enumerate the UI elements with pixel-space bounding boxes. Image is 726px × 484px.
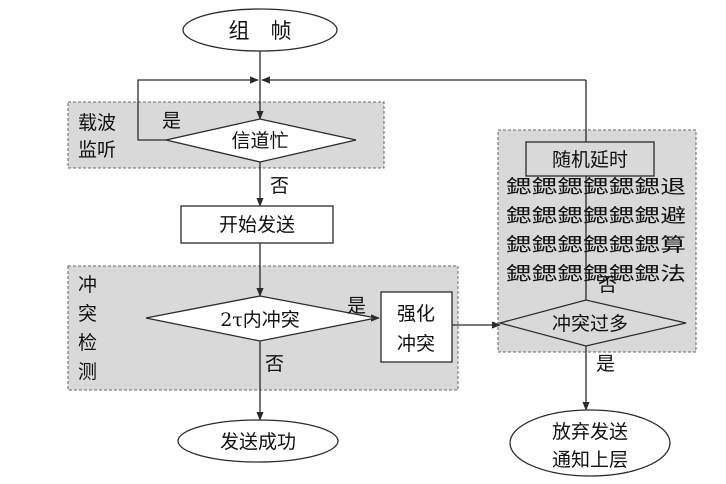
start-send-box: [180, 205, 334, 244]
too-many-label: 冲突过多: [552, 313, 628, 335]
collision-2tau-label: 2τ内冲突: [220, 309, 300, 331]
collision-detect-label-4: 测: [78, 361, 97, 383]
collision-detect-label-2: 突: [78, 303, 97, 325]
frame-label: 组 帧: [229, 19, 292, 43]
send-success-label: 发送成功: [220, 431, 296, 453]
backoff-text-3: 鍶鍶鍶鍶鍶鍶算: [506, 234, 686, 256]
busy-yes-label: 是: [162, 110, 181, 132]
channel-busy-decision: [165, 118, 357, 163]
give-up-label-1: 放弃发送: [552, 421, 628, 443]
random-delay-label: 随机延时: [552, 149, 628, 171]
too-many-yes-label: 是: [596, 353, 615, 375]
too-many-decision: [497, 299, 687, 347]
start-send-label: 开始发送: [219, 214, 295, 236]
send-success-node: [177, 419, 339, 463]
random-delay-box: [525, 141, 655, 177]
collision-yes-label: 是: [347, 295, 366, 317]
jam-label-1: 强化: [397, 303, 435, 325]
frame-node: [182, 8, 338, 52]
jam-label-2: 冲突: [397, 333, 435, 355]
give-up-node: [509, 409, 671, 477]
too-many-no-label: 否: [598, 274, 617, 296]
edge-busy-loop: [137, 76, 259, 141]
backoff-text-1: 鍶鍶鍶鍶鍶鍶退: [506, 176, 686, 198]
give-up-label-2: 通知上层: [552, 449, 628, 471]
collision-2tau-decision: [145, 295, 377, 342]
backoff-text-4: 鍶鍶鍶鍶鍶鍶法: [506, 263, 686, 285]
carrier-sense-label-1: 载波: [78, 112, 116, 134]
collision-detect-label-1: 冲: [78, 274, 97, 296]
jam-box: [380, 291, 453, 363]
channel-busy-label: 信道忙: [231, 130, 288, 152]
collision-no-label: 否: [265, 353, 284, 375]
carrier-sense-label-2: 监听: [78, 139, 116, 161]
busy-no-label: 否: [270, 175, 289, 197]
collision-detect-label-3: 检: [78, 332, 97, 354]
backoff-text-2: 鍶鍶鍶鍶鍶鍶避: [506, 205, 686, 227]
